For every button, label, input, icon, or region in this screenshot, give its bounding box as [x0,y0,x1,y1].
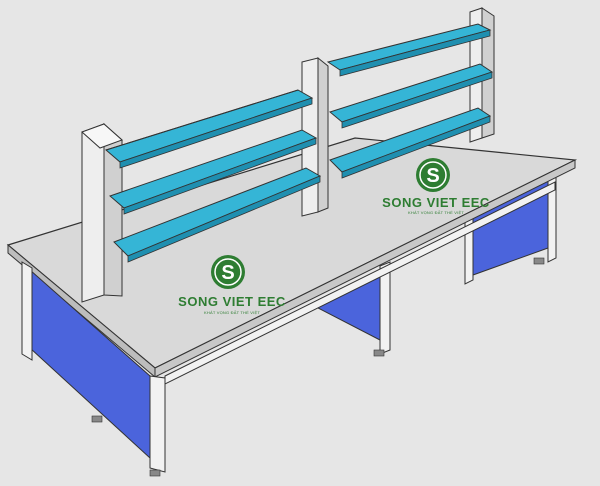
right-shelf-bottom [329,107,492,179]
logo-tagline: KHÁT VỌNG ĐẤT THỂ VIỆT [204,310,260,315]
logo-tagline: KHÁT VỌNG ĐẤT THỂ VIỆT [408,210,464,215]
left-shelf-bottom [113,167,322,263]
right-shelf-top [326,23,492,77]
logo-letter: S [221,262,234,284]
logo-brand-name: SONG VIET EEC [178,294,286,309]
feet [91,257,545,477]
front-crossbar [164,181,556,385]
left-post [81,122,123,303]
left-shelf-top [104,89,314,169]
left-cabinet [21,261,166,473]
tabletop [6,137,578,379]
logo-badge-icon [416,158,450,192]
logo-letter: S [426,165,439,187]
left-shelf-middle [109,129,318,215]
brand-logo-front: S SONG VIET EEC KHÁT VỌNG ĐẤT THỂ VIỆT [178,255,286,315]
logo-badge-icon [211,255,245,289]
right-shelf-middle [328,63,494,129]
brand-logo-back: S SONG VIET EEC KHÁT VỌNG ĐẤT THỂ VIỆT [382,158,490,215]
logo-brand-name: SONG VIET EEC [382,195,490,210]
